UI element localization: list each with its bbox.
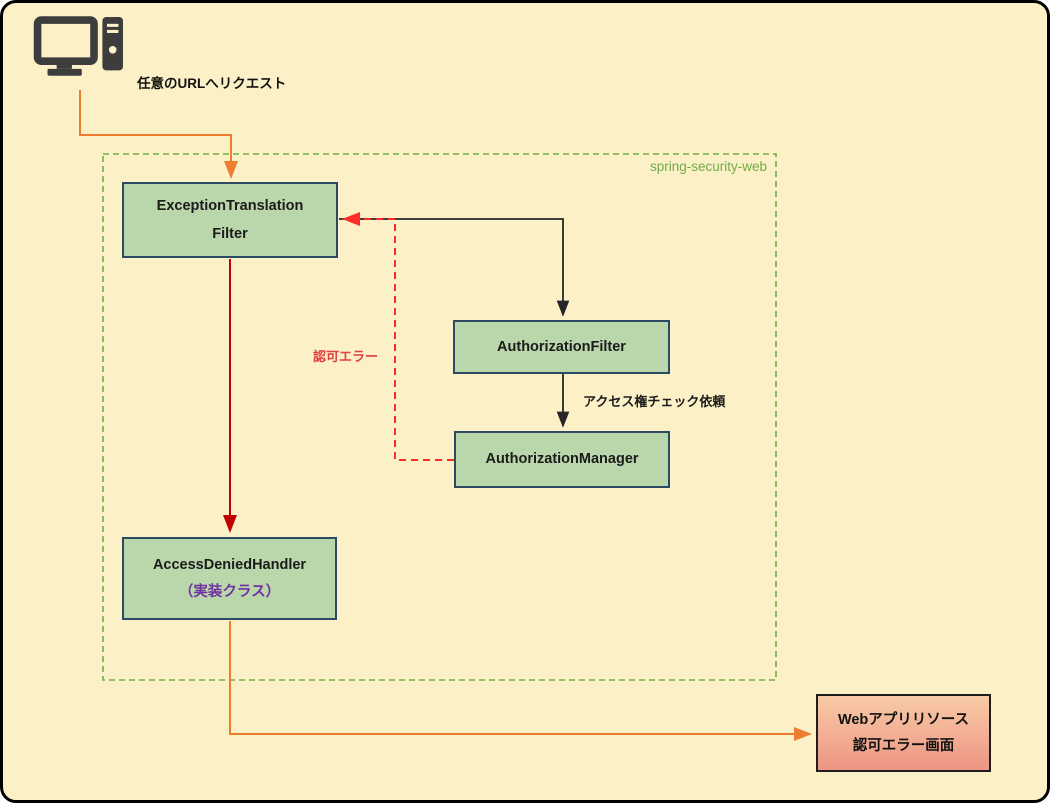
node-exception-translation-filter: ExceptionTranslation Filter — [122, 182, 338, 258]
node-label-line1: ExceptionTranslation — [156, 198, 304, 214]
edge-authorization-error-to-exception-translation-filter — [342, 212, 454, 461]
node-web-app-resource: Webアプリリソース 認可エラー画面 — [816, 694, 991, 772]
desktop-computer-icon — [33, 16, 123, 76]
edge-access-denied-handler-to-web-resource — [229, 621, 812, 741]
node-authorization-filter: AuthorizationFilter — [453, 320, 670, 374]
node-label: AuthorizationFilter — [497, 338, 626, 355]
node-label-implementation-class: （実装クラス） — [178, 584, 281, 600]
node-authorization-manager: AuthorizationManager — [454, 431, 670, 488]
monitor-stand-icon — [56, 61, 72, 69]
tower-button-icon — [108, 45, 117, 54]
node-label-line1: AccessDeniedHandler — [152, 556, 307, 573]
node-label-line1: Webアプリリソース — [837, 711, 970, 728]
node-label-line2: 認可エラー画面 — [852, 738, 955, 754]
edge-request-to-exception-translation-filter — [79, 90, 238, 179]
node-label-line2: Filter — [212, 225, 248, 242]
node-label: AuthorizationManager — [485, 451, 639, 468]
connector-layer — [79, 90, 812, 741]
monitor-icon — [33, 16, 98, 66]
tower-slot-icon — [106, 23, 119, 27]
request-label: 任意のURLへリクエスト — [137, 76, 287, 91]
spring-security-web-label: spring-security-web — [649, 159, 767, 174]
access-check-label: アクセス権チェック依頼 — [583, 394, 726, 409]
node-access-denied-handler: AccessDeniedHandler （実装クラス） — [122, 537, 337, 620]
authorization-error-label: 認可エラー — [313, 349, 379, 364]
monitor-base-icon — [47, 68, 82, 76]
edge-exception-translation-filter-to-authorization-filter — [339, 218, 570, 317]
tower-slot-icon — [106, 29, 119, 33]
